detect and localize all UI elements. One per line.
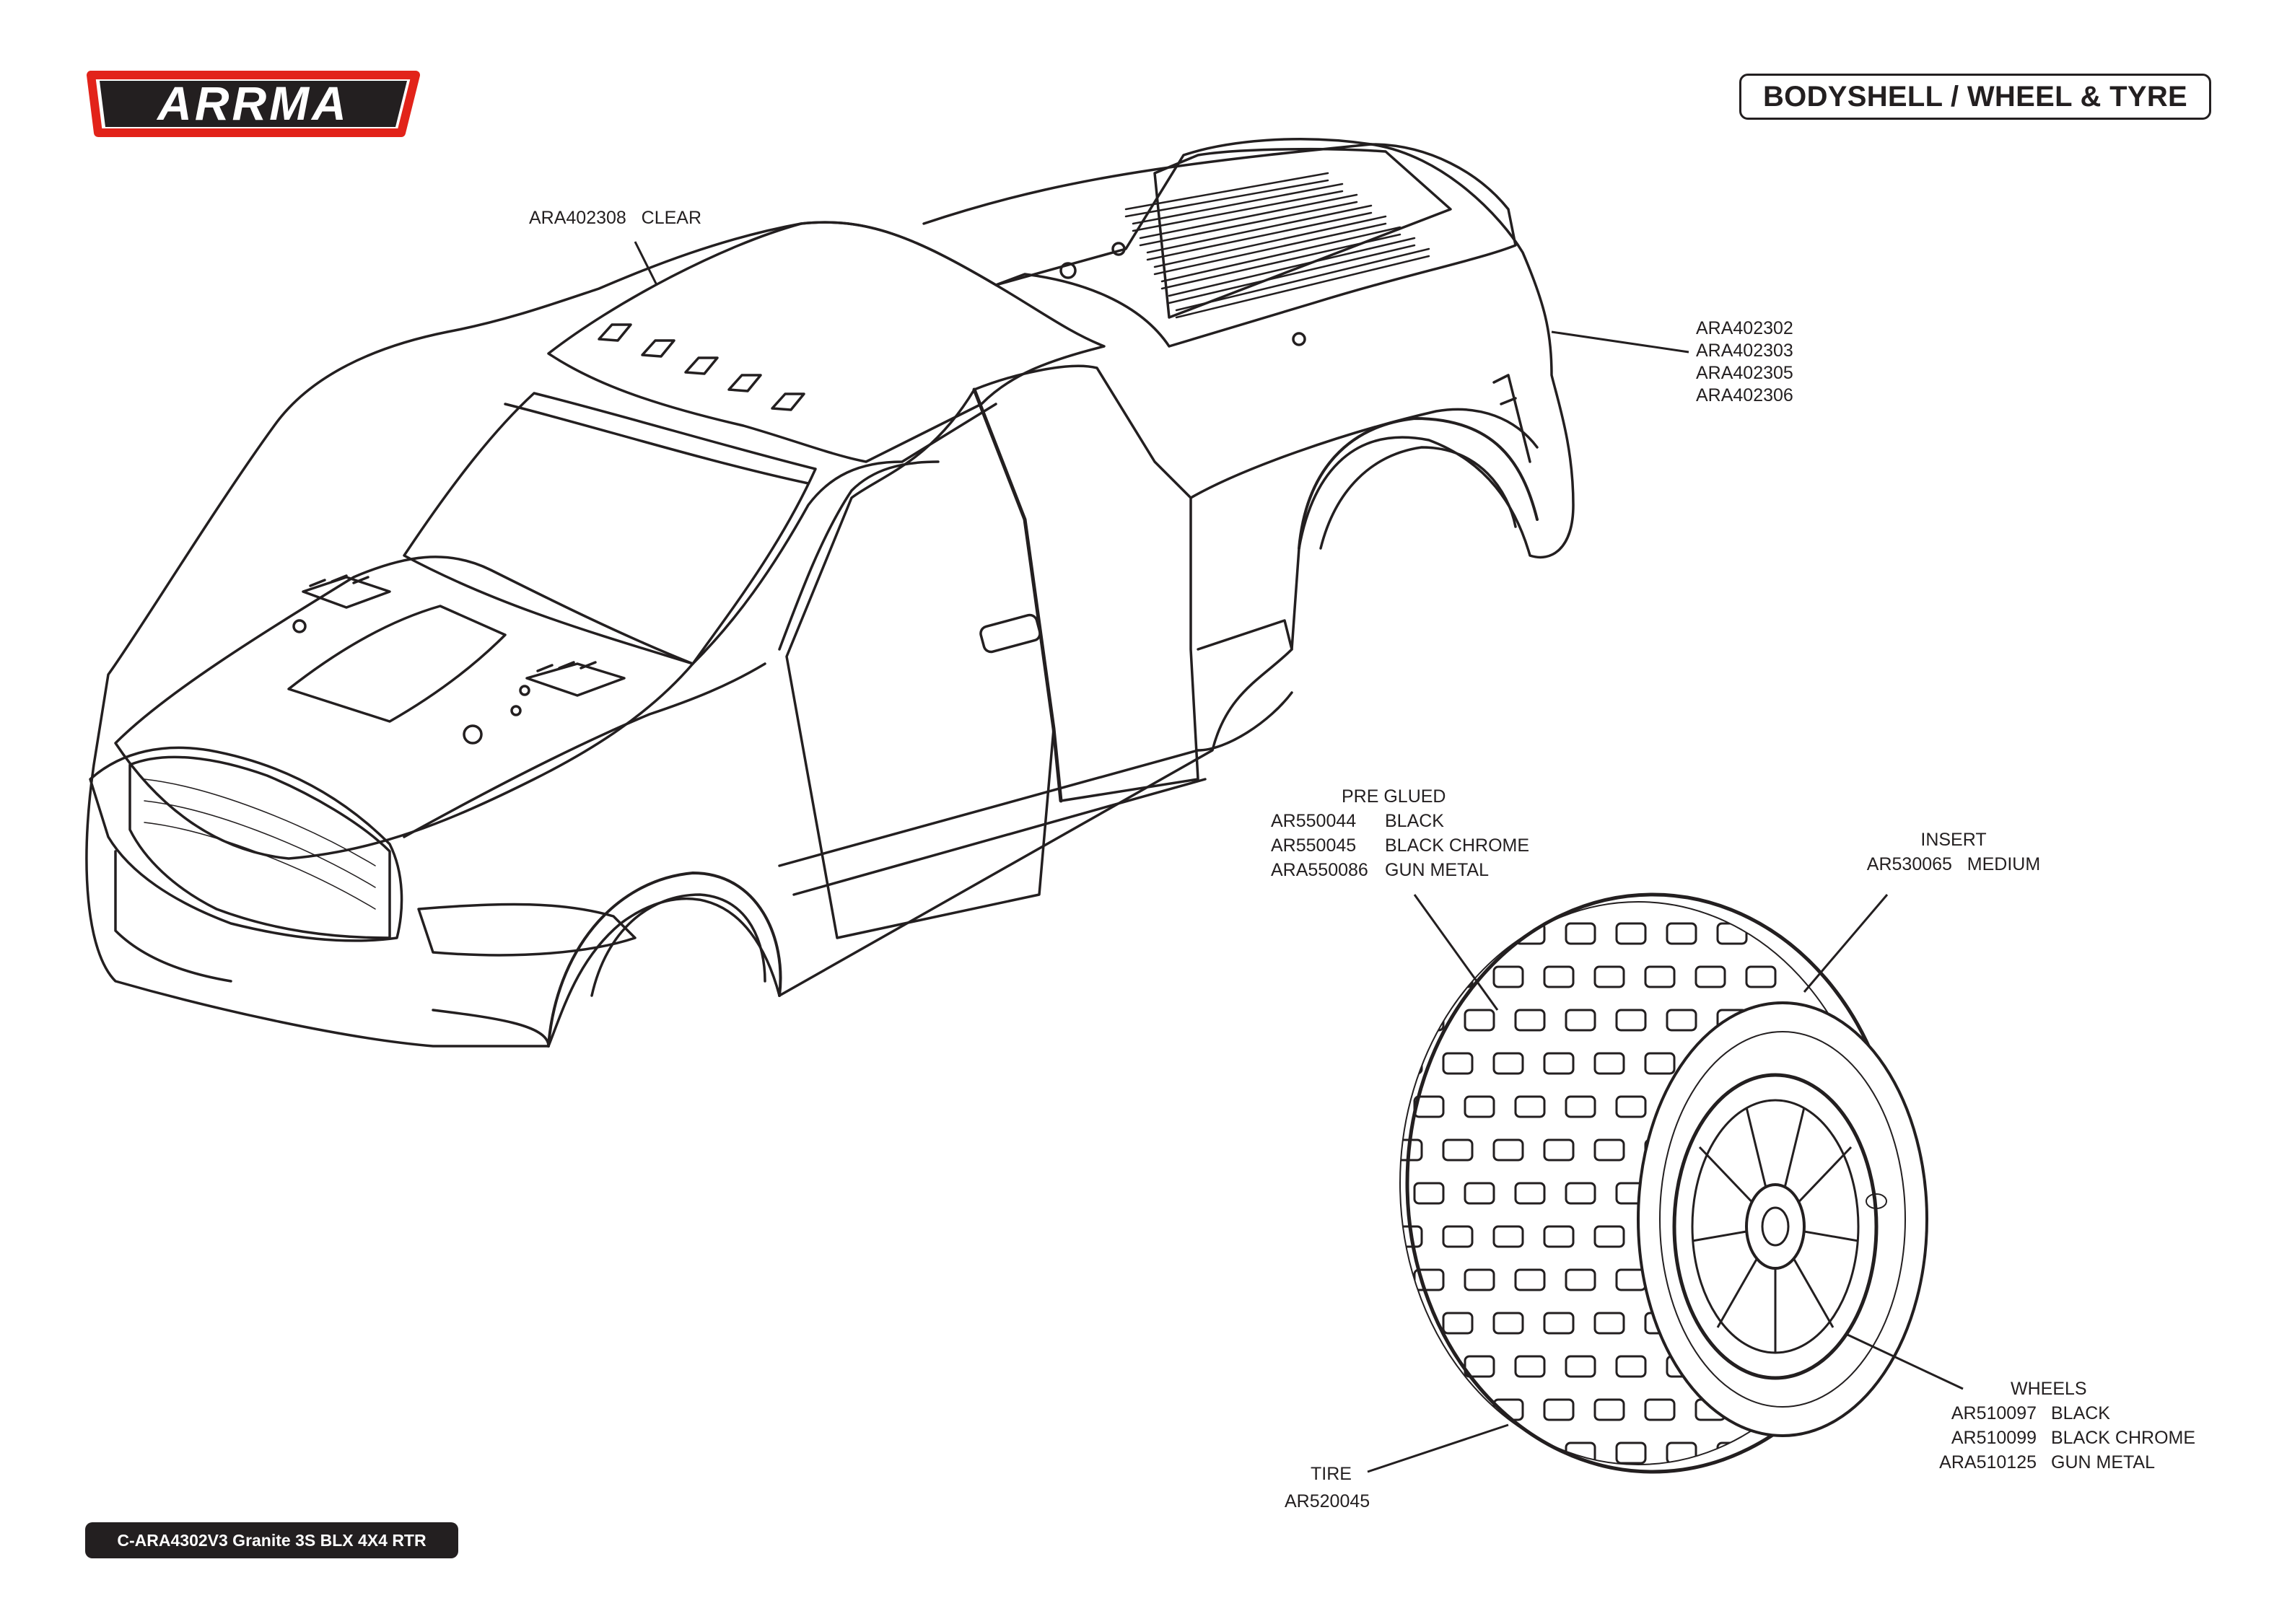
part-number: AR550045 — [1271, 835, 1357, 856]
callout-heading: WHEELS — [2011, 1379, 2087, 1399]
callout-tire: TIRE AR520045 — [1285, 1460, 1370, 1515]
logo-wordmark: ARRMA — [156, 76, 349, 130]
list-item: AR510097 BLACK — [1927, 1401, 2195, 1426]
list-item: AR550045 BLACK CHROME — [1271, 833, 1529, 858]
arrma-logo: ARRMA — [84, 69, 423, 139]
part-number: ARA550086 — [1271, 860, 1368, 880]
model-footer-badge: C-ARA4302V3 Granite 3S BLX 4X4 RTR — [85, 1522, 458, 1558]
part-desc: MEDIUM — [1967, 854, 2041, 874]
part-number: ARA510125 — [1939, 1452, 2037, 1472]
part-number: AR530065 — [1866, 854, 1952, 874]
part-desc: BLACK CHROME — [2051, 1428, 2196, 1448]
callout-body-clear: ARA402308 CLEAR — [529, 206, 701, 230]
callout-heading: INSERT — [1920, 830, 1987, 850]
part-desc: BLACK CHROME — [1385, 835, 1530, 856]
truck-bodyshell — [85, 138, 1575, 1048]
wheel-and-tire — [1399, 892, 1928, 1474]
part-number: AR520045 — [1285, 1491, 1370, 1511]
arrma-logo-graphic: ARRMA — [87, 71, 420, 137]
part-desc: GUN METAL — [1385, 860, 1489, 880]
part-number: AR550044 — [1271, 811, 1357, 831]
part-number: ARA402303 — [1696, 341, 1793, 361]
part-number: AR510097 — [1951, 1403, 2037, 1423]
part-number: ARA402302 — [1696, 318, 1793, 338]
part-number: ARA402306 — [1696, 385, 1793, 405]
list-item: AR510099 BLACK CHROME — [1927, 1426, 2195, 1450]
callout-body-painted: ARA402302 ARA402303 ARA402305 ARA402306 — [1696, 317, 1793, 407]
callout-heading: TIRE — [1311, 1464, 1352, 1484]
part-desc: CLEAR — [641, 208, 702, 228]
list-item: ARA510125 GUN METAL — [1927, 1450, 2195, 1475]
leader-lines — [634, 241, 1964, 1473]
page-title: BODYSHELL / WHEEL & TYRE — [1739, 74, 2211, 120]
part-number: ARA402308 — [529, 208, 626, 228]
part-desc: BLACK — [2051, 1403, 2110, 1423]
list-item: AR550044 BLACK — [1271, 809, 1529, 833]
part-number: ARA402305 — [1696, 363, 1793, 383]
list-item: ARA550086 GUN METAL — [1271, 858, 1529, 882]
callout-pre-glued: PRE GLUED AR550044 BLACK AR550045 BLACK … — [1271, 784, 1529, 882]
callout-heading: PRE GLUED — [1342, 786, 1446, 807]
part-desc: BLACK — [1385, 811, 1444, 831]
part-desc: GUN METAL — [2051, 1452, 2155, 1472]
callout-wheels: WHEELS AR510097 BLACK AR510099 BLACK CHR… — [1927, 1377, 2195, 1475]
callout-insert: INSERT AR530065 MEDIUM — [1863, 828, 2044, 877]
part-number: AR510099 — [1951, 1428, 2037, 1448]
